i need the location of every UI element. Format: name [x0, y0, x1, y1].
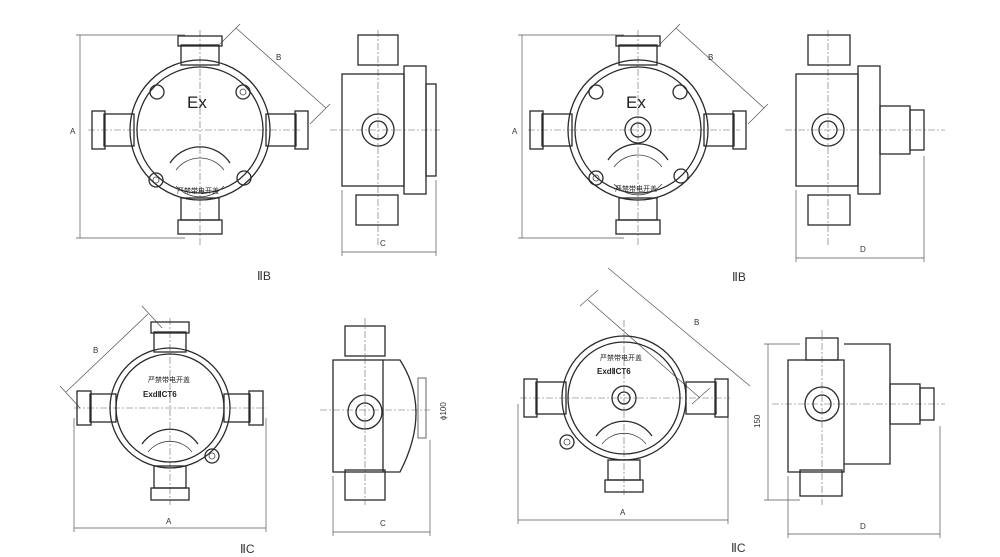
front-view-3: ExdⅡCT6 严禁带电开盖	[74, 318, 266, 505]
caption-2: ⅡB	[732, 270, 746, 284]
dim-side-label-4: D	[860, 522, 866, 531]
dim-diameter-label-3: ϕ100	[439, 402, 448, 420]
dim-height-label-4: 150	[753, 414, 762, 428]
figure-4: B A ExdⅡCT6 严禁带电开盖	[517, 267, 945, 555]
dim-a-2: A	[512, 34, 624, 239]
front-marking-2: Ex	[626, 93, 646, 112]
dim-b-label-2: B	[708, 53, 713, 62]
dim-a-4: A	[517, 404, 729, 524]
warning-badge-3: 严禁带电开盖	[148, 375, 190, 384]
warning-badge-2: 严禁带电开盖	[615, 184, 657, 193]
dim-a-label-1: A	[70, 127, 76, 136]
caption-3: ⅡC	[240, 542, 255, 556]
front-marking-1: Ex	[187, 93, 207, 112]
dim-b-label-4: B	[694, 318, 699, 327]
dim-a-3: A	[73, 418, 267, 532]
figure-3: B A ExdⅡCT6 严禁带电开盖	[59, 305, 448, 556]
front-view-4: ExdⅡCT6 严禁带电开盖	[520, 320, 730, 495]
front-view-2: Ex 严禁带电开盖	[528, 30, 747, 245]
front-marking-4: ExdⅡCT6	[597, 367, 631, 376]
dim-b-1: B	[219, 23, 331, 125]
warning-badge-1: 严禁带电开盖	[177, 186, 219, 195]
dim-side-label-3: C	[380, 519, 386, 528]
dim-b-label-1: B	[276, 53, 281, 62]
front-marking-3: ExdⅡCT6	[143, 390, 177, 399]
warning-badge-4: 严禁带电开盖	[600, 353, 642, 362]
side-view-3: C ϕ100	[320, 318, 448, 536]
caption-4: ⅡC	[731, 541, 746, 555]
dim-a-label-3: A	[166, 517, 172, 526]
dim-b-2: B	[659, 23, 769, 125]
side-view-4: 150 D	[753, 330, 945, 538]
side-view-1: C	[330, 30, 440, 256]
dim-a-label-4: A	[620, 508, 626, 517]
dim-a-1: A	[70, 34, 185, 239]
figure-1: A B	[70, 23, 440, 283]
front-view-1: Ex 严禁带电开盖	[88, 30, 309, 245]
dim-side-label-1: C	[380, 239, 386, 248]
figure-2: A B	[512, 23, 945, 284]
side-view-2: D	[785, 30, 945, 262]
dim-b-3: B	[59, 305, 163, 409]
caption-1: ⅡB	[257, 269, 271, 283]
dim-a-label-2: A	[512, 127, 518, 136]
dim-b-4: B	[579, 267, 751, 405]
dim-side-label-2: D	[860, 245, 866, 254]
dim-b-label-3: B	[93, 346, 98, 355]
